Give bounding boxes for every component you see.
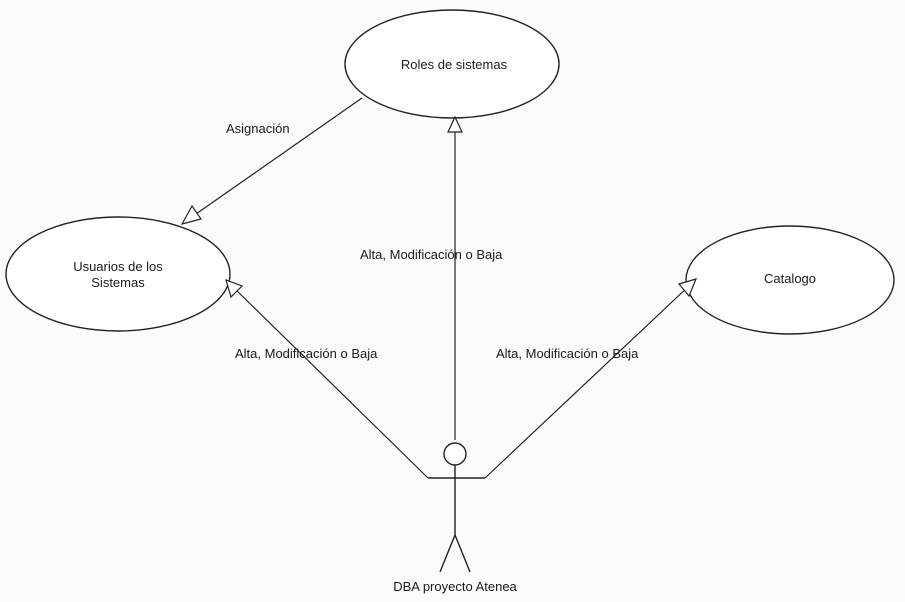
use-case-roles-label: Roles de sistemas xyxy=(400,57,508,72)
actor-left-leg xyxy=(439,534,456,573)
association-asignacion-label: Asignación xyxy=(226,121,290,136)
use-case-catalogo-ellipse[interactable] xyxy=(685,225,895,335)
use-case-usuarios-label-line2: Sistemas xyxy=(91,275,145,290)
association-catalogo-line xyxy=(484,284,691,479)
use-case-catalogo-label: Catalogo xyxy=(763,271,817,286)
arrowhead-asignacion xyxy=(180,204,202,225)
actor-head xyxy=(443,442,467,466)
arrowhead-usuarios xyxy=(225,279,244,299)
use-case-usuarios-label: Usuarios de los Sistemas xyxy=(48,259,188,291)
use-case-usuarios-label-line1: Usuarios de los xyxy=(73,259,163,274)
association-asignacion-line xyxy=(185,97,363,222)
association-catalogo-label: Alta, Modificación o Baja xyxy=(496,346,639,361)
actor-dba-figure[interactable] xyxy=(428,442,485,573)
arrowhead-roles xyxy=(447,115,463,133)
association-usuarios-label: Alta, Modificación o Baja xyxy=(235,346,378,361)
association-usuarios-line xyxy=(231,285,429,479)
arrowhead-catalogo xyxy=(677,278,698,298)
actor-name-label: DBA proyecto Atenea xyxy=(393,579,517,594)
use-case-usuarios-ellipse[interactable] xyxy=(5,216,231,332)
use-case-roles-ellipse[interactable] xyxy=(344,9,560,119)
association-roles-label: Alta, Modificación o Baja xyxy=(360,247,503,262)
actor-right-leg xyxy=(454,534,471,573)
